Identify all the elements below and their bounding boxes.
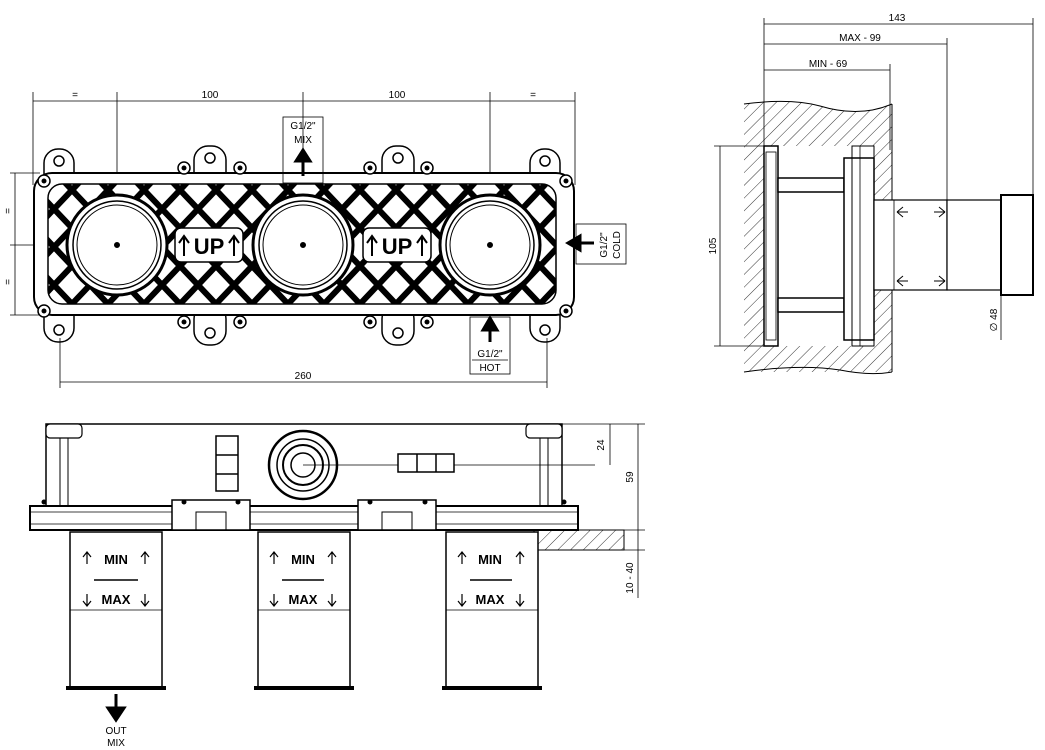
tube-left-min: MIN bbox=[104, 552, 128, 567]
dim-side-equal-top: = bbox=[3, 208, 14, 214]
dim-bottom-top: 24 bbox=[596, 439, 607, 451]
bottom-right-dimensions bbox=[562, 423, 645, 598]
arrow-left-icon bbox=[565, 233, 594, 253]
arrow-up-icon bbox=[480, 315, 500, 342]
cold-port-name: COLD bbox=[612, 231, 623, 259]
dim-side-max: MAX - 99 bbox=[839, 33, 881, 44]
tube-right-min: MIN bbox=[478, 552, 502, 567]
side-top-dimensions bbox=[763, 18, 1034, 200]
tube-right-max: MAX bbox=[476, 592, 505, 607]
arrow-up-icon bbox=[416, 234, 428, 256]
arrow-down-icon bbox=[82, 594, 150, 607]
arrow-up-icon bbox=[896, 206, 946, 287]
front-top-dimensions bbox=[32, 92, 576, 245]
screw-icon bbox=[37, 161, 573, 329]
arrow-down-icon bbox=[457, 594, 525, 607]
svg-text:UP: UP bbox=[194, 234, 225, 259]
dim-right-equal: = bbox=[530, 90, 536, 101]
tube-right: MIN MAX bbox=[442, 531, 542, 690]
dim-left-equal: = bbox=[72, 90, 78, 101]
dim-side-overall: 143 bbox=[889, 13, 906, 24]
cold-port-size: G1/2" bbox=[599, 232, 610, 258]
side-view: 143 MAX - 99 MIN - 69 bbox=[708, 13, 1034, 375]
arrow-up-icon bbox=[366, 234, 378, 256]
up-badge-right: UP bbox=[362, 227, 432, 263]
tube-center-min: MIN bbox=[291, 552, 315, 567]
mix-port-size: G1/2" bbox=[290, 121, 316, 132]
cold-port: G1/2" COLD bbox=[565, 223, 627, 265]
base-plate bbox=[29, 505, 579, 531]
wall-strip bbox=[533, 529, 625, 551]
dim-side-min: MIN - 69 bbox=[809, 59, 848, 70]
tube-left: MIN MAX bbox=[66, 531, 166, 690]
side-height-dimension bbox=[714, 145, 770, 347]
arrow-up-icon bbox=[293, 147, 313, 176]
arrow-up-icon bbox=[228, 234, 240, 256]
dim-mid-left: 100 bbox=[202, 90, 219, 101]
dim-mid-right: 100 bbox=[389, 90, 406, 101]
outlet-label-line2: MIX bbox=[107, 738, 125, 749]
dim-bottom-height: 59 bbox=[625, 471, 636, 483]
dim-overall-260: 260 bbox=[295, 371, 312, 382]
center-knob bbox=[267, 429, 595, 501]
tube-center-max: MAX bbox=[289, 592, 318, 607]
hot-port: G1/2" HOT bbox=[469, 315, 511, 375]
outlet-label-line1: OUT bbox=[105, 726, 126, 737]
svg-text:UP: UP bbox=[382, 234, 413, 259]
front-view: = 100 100 = = = bbox=[3, 90, 627, 388]
hot-port-name: HOT bbox=[479, 363, 500, 374]
bottom-view: MIN MAX MIN MAX MIN MAX O bbox=[29, 423, 645, 749]
dim-bottom-wall: 10 - 40 bbox=[625, 562, 636, 594]
arrow-up-icon bbox=[269, 551, 337, 564]
arrow-up-icon bbox=[82, 551, 150, 564]
front-overall-dimension bbox=[59, 338, 548, 388]
tube-center: MIN MAX bbox=[254, 531, 354, 690]
arrow-down-icon bbox=[105, 694, 127, 723]
dim-side-height: 105 bbox=[708, 237, 719, 254]
hot-port-size: G1/2" bbox=[477, 349, 503, 360]
tube-left-max: MAX bbox=[102, 592, 131, 607]
arrow-up-icon bbox=[457, 551, 525, 564]
mix-port-name: MIX bbox=[294, 135, 312, 146]
up-badge-left: UP bbox=[174, 227, 244, 263]
mix-port: G1/2" MIX bbox=[282, 116, 324, 184]
dim-side-equal-bottom: = bbox=[3, 279, 14, 285]
arrow-down-icon bbox=[269, 594, 337, 607]
arrow-up-icon bbox=[178, 234, 190, 256]
dim-side-diameter: ∅ 48 bbox=[989, 308, 1000, 331]
valve-bores bbox=[65, 193, 542, 297]
